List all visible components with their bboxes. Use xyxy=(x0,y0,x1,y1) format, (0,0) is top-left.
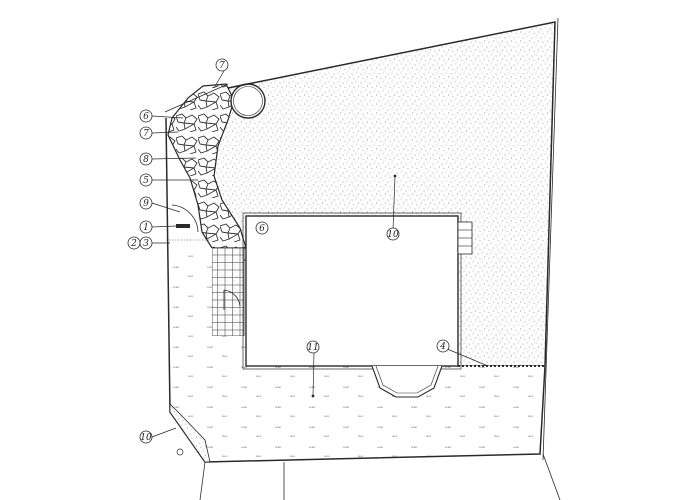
svg-text:4: 4 xyxy=(439,342,446,352)
callout-11: 11 xyxy=(306,340,320,354)
svg-text:11: 11 xyxy=(307,343,318,353)
tiled-terrace xyxy=(211,247,245,337)
bay-window-gazebo xyxy=(371,365,443,398)
svg-text:9: 9 xyxy=(143,199,149,209)
side-entry-steps xyxy=(457,221,473,255)
callout-7-left: 7 xyxy=(139,126,153,140)
bench xyxy=(176,224,190,228)
callout-5: 5 xyxy=(139,173,153,187)
svg-text:8: 8 xyxy=(143,155,149,165)
callout-2: 2 xyxy=(127,236,141,250)
svg-text:10: 10 xyxy=(387,230,399,240)
svg-text:10: 10 xyxy=(140,433,152,443)
callout-6-left: 6 xyxy=(139,109,153,123)
callout-10: 10 xyxy=(386,227,400,241)
svg-text:3: 3 xyxy=(143,239,149,249)
house-footprint xyxy=(245,215,459,367)
svg-text:2: 2 xyxy=(130,239,137,249)
svg-text:5: 5 xyxy=(143,176,149,186)
svg-text:6: 6 xyxy=(143,112,149,122)
callout-1: 1 xyxy=(139,220,153,234)
svg-text:7: 7 xyxy=(219,61,225,71)
door-swing xyxy=(223,289,241,310)
lower-lawn-area xyxy=(170,248,543,462)
round-planter xyxy=(230,83,266,119)
callout-4: 4 xyxy=(436,339,450,353)
callout-6-house: 6 xyxy=(255,221,269,235)
callout-7-top: 7 xyxy=(215,58,229,72)
callout-8: 8 xyxy=(139,152,153,166)
svg-text:1: 1 xyxy=(143,223,149,233)
callout-9: 9 xyxy=(139,196,153,210)
gate-swing xyxy=(171,204,199,233)
leader-lines xyxy=(151,70,396,438)
svg-text:7: 7 xyxy=(143,129,149,139)
callout-10-bottom: 10 xyxy=(139,430,153,444)
svg-text:6: 6 xyxy=(259,224,265,234)
callout-3: 3 xyxy=(139,236,153,250)
